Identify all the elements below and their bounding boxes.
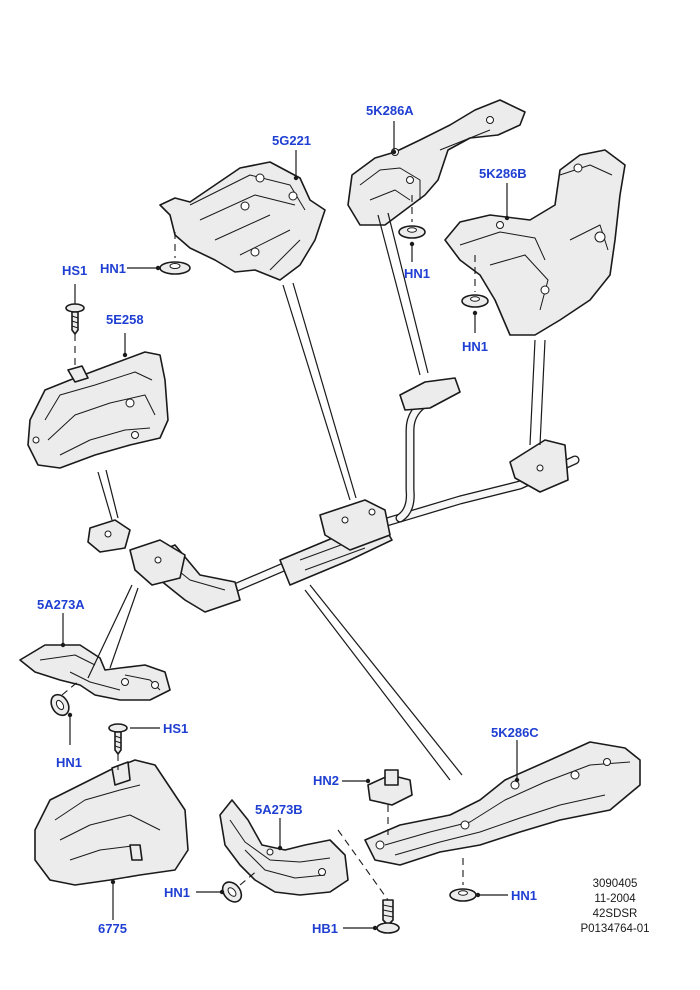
clip-nut-hn1-5k286b [461, 294, 489, 316]
leader-5k286b-b [539, 339, 546, 446]
label-hb1: HB1 [312, 921, 339, 936]
dot-5k286c [514, 777, 520, 783]
leader-5g221-a [282, 284, 351, 501]
label-5e258: 5E258 [106, 312, 144, 327]
dash-line-5a273a [61, 679, 81, 696]
label-hn2: HN2 [313, 773, 340, 788]
label-5k286c: 5K286C [491, 725, 539, 740]
heat-shield-6775 [34, 759, 189, 886]
clip-nut-hn1-5a273b [219, 881, 243, 903]
dot-5e258 [122, 352, 128, 358]
label-hn1-5k286c: HN1 [511, 888, 538, 903]
label-5g221: 5G221 [272, 133, 312, 148]
dot-hn1-5g221 [155, 265, 161, 271]
label-hn1-5a273a: HN1 [56, 755, 83, 770]
label-hn1-5k286b: HN1 [462, 339, 489, 354]
label-5a273b: 5A273B [255, 802, 303, 817]
heat-shield-5a273b [219, 799, 349, 896]
label-5a273a: 5A273A [37, 597, 85, 612]
dash-line-hb1 [337, 829, 389, 901]
clip-nut-hn1-5a273a [50, 693, 73, 718]
leader-5a273a-a [87, 584, 133, 679]
label-5k286a: 5K286A [366, 103, 414, 118]
dot-5k286b [504, 215, 510, 221]
bolt-hb1 [372, 899, 400, 934]
clip-nut-hn2 [365, 769, 413, 806]
dot-6775 [110, 879, 116, 885]
label-hn1-5g221: HN1 [100, 261, 127, 276]
leader-5k286a-a [377, 214, 421, 376]
reference-date: 11-2004 [594, 893, 636, 905]
exhaust-pipe-assembly [87, 377, 580, 613]
heat-shield-5g221 [159, 161, 326, 281]
dot-5a273b [277, 845, 283, 851]
label-6775: 6775 [98, 921, 127, 936]
reference-code: 42SDSR [592, 908, 638, 920]
leader-5k286c-a [304, 589, 451, 781]
label-hs1-6775: HS1 [163, 721, 189, 736]
dash-line-5a273b [239, 869, 259, 886]
heat-shield-5k286c [364, 741, 641, 866]
label-hn1-5k286a: HN1 [404, 266, 431, 281]
leader-5e258-a [97, 471, 113, 521]
dot-5k286a [391, 149, 397, 155]
heat-shield-5e258 [27, 351, 169, 469]
leader-5k286a-b [387, 212, 429, 374]
leader-5k286c-b [309, 584, 463, 776]
reference-number: 3090405 [592, 878, 638, 890]
label-hn1-5a273b: HN1 [164, 885, 191, 900]
clip-nut-hn1-5k286a [398, 225, 426, 247]
label-5k286b: 5K286B [479, 166, 527, 181]
screw-hs1-top [65, 303, 85, 335]
heat-shield-5a273a [19, 644, 171, 701]
label-hs1-top: HS1 [62, 263, 88, 278]
leader-5a273a-b [109, 587, 139, 669]
heat-shield-5k286a [347, 99, 526, 226]
leader-5g221-b [292, 282, 357, 499]
dot-5g221 [293, 175, 299, 181]
heat-shield-5k286b [444, 149, 626, 336]
leader-5k286b-a [529, 339, 536, 446]
leader-5e258-b [105, 469, 119, 519]
reference-part-id: P0134764-01 [580, 923, 650, 935]
reference-block: 3090405 11-2004 42SDSR P0134764-01 [565, 877, 665, 937]
clip-nut-hn1-5k286c [449, 888, 481, 902]
clip-nut-hn1-5g221 [159, 261, 191, 275]
dot-5a273a [60, 642, 66, 648]
screw-hs1-6775 [108, 723, 128, 755]
